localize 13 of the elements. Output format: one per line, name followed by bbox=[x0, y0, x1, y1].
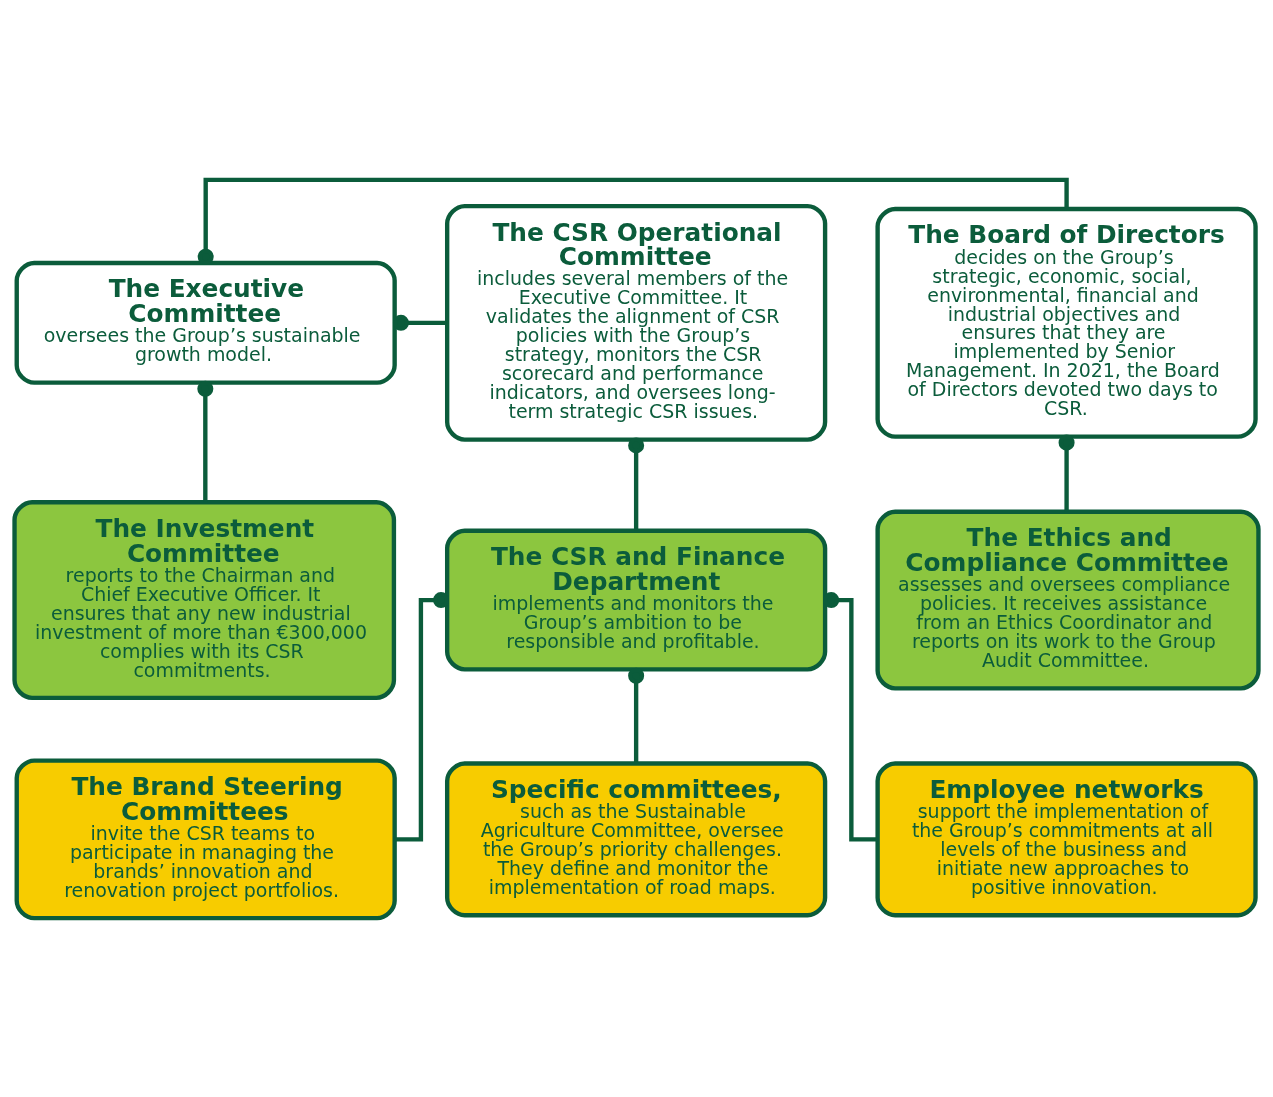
node-box: The Board of Directors decides on the Group’s strategic, economic, social, environmental, financial and industrial objectives and ensures that they are implemented by Senior Management. In 2021, the Board of Directors devoted two days to CSR. bbox=[875, 206, 1258, 439]
node-box: The Brand Steering Committees invite the CSR teams to participate in managing the brands’ innovation and renovation project portfolios. bbox=[14, 757, 397, 920]
node-box: The Ethics and Compliance Committee assesses and oversees compliance policies. It receives assistance from an Ethics Coordinator and reports on its work to the Group Audit Committee. bbox=[875, 509, 1261, 691]
connector bbox=[197, 380, 214, 502]
node-box: Employee networks support the implementation of the Group’s commitments at all levels of the business and initiate new approaches to positive innovation. bbox=[875, 760, 1258, 917]
node-box: The CSR and Finance Department implements and monitors the Group’s ambition to be responsible and profitable. bbox=[445, 528, 828, 672]
connector bbox=[628, 667, 645, 763]
node-box: The CSR Operational Committee includes several members of the Executive Committee. It validates the alignment of CSR policies with the Group’s strategy, monitors the CSR scorecard and performance indicators, and oversees long-term strategic CSR issues. bbox=[445, 203, 828, 442]
connector bbox=[1058, 434, 1075, 512]
node-box: The Executive Committee oversees the Group’s sustainable growth model. bbox=[14, 260, 397, 385]
connector bbox=[628, 436, 645, 530]
node-box: The Investment Committee reports to the Chairman and Chief Executive Officer. It ensures that any new industrial investment of more than €300,000 complies with its CSR commitments. bbox=[12, 499, 397, 700]
node-box: Specific committees, such as the Sustainable Agriculture Committee, oversee the Group’s priority challenges. They define and monitor the implementation of road maps. bbox=[445, 760, 828, 917]
